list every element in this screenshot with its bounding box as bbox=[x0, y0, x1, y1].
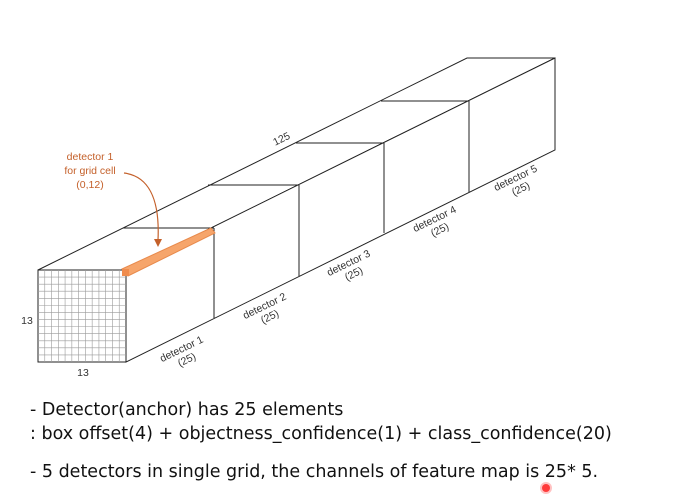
callout-line-1: detector 1 bbox=[67, 151, 114, 163]
cursor-dot bbox=[542, 484, 550, 492]
note-gap bbox=[30, 446, 612, 460]
tensor-front-face bbox=[37, 269, 127, 363]
highlight-cell bbox=[122, 269, 129, 276]
detector-dividers bbox=[123, 100, 470, 318]
callout-arrow bbox=[123, 172, 159, 241]
note-line-3: - 5 detectors in single grid, the channe… bbox=[30, 462, 599, 482]
note-line-2: : box offset(4) + objectness_confidence(… bbox=[30, 424, 612, 444]
front-grid bbox=[38, 270, 126, 362]
callout-line-2: for grid cell bbox=[64, 165, 115, 177]
callout-arrowhead bbox=[154, 239, 162, 247]
notes: - Detector(anchor) has 25 elements : box… bbox=[30, 398, 612, 484]
height-label: 13 bbox=[21, 315, 33, 327]
width-label: 13 bbox=[77, 367, 89, 379]
note-line-1: - Detector(anchor) has 25 elements bbox=[30, 400, 344, 420]
callout-line-3: (0,12) bbox=[76, 179, 103, 191]
